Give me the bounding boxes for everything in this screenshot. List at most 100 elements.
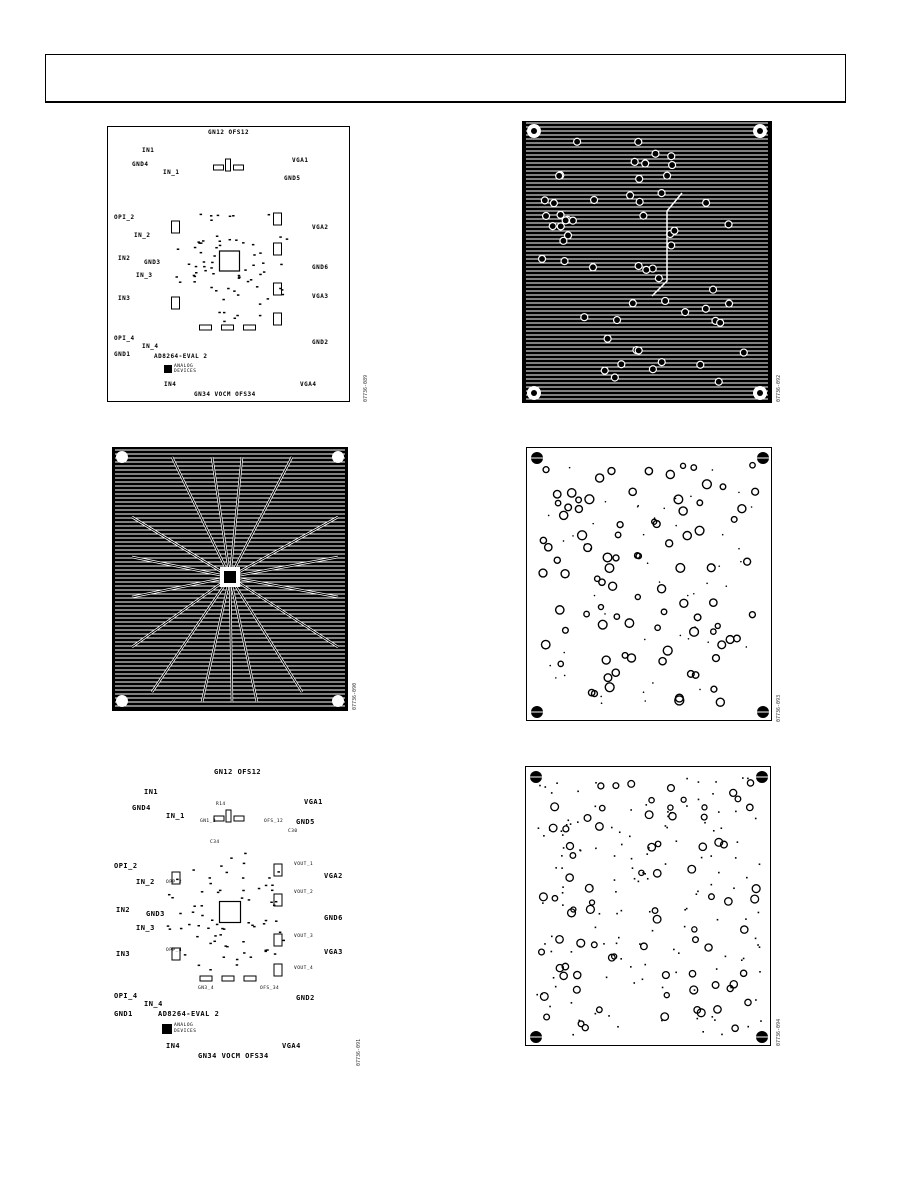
drill-ring	[583, 813, 592, 822]
component-mark	[251, 243, 255, 246]
drill-small	[579, 849, 581, 851]
ic-outline	[218, 900, 242, 924]
drill-ring	[577, 1020, 585, 1028]
component-mark	[192, 869, 195, 871]
drill-small	[598, 912, 601, 915]
component-mark	[215, 235, 219, 237]
drill-small	[759, 971, 761, 973]
drill-small	[667, 815, 669, 818]
drill-small	[710, 855, 713, 857]
drill-small	[550, 950, 553, 953]
drill-ring	[713, 1005, 722, 1014]
component-mark	[194, 265, 198, 268]
drill-small	[754, 937, 757, 940]
pad-dot	[636, 505, 639, 508]
component-mark	[196, 935, 199, 938]
silk-vga1: VGA1	[292, 157, 309, 164]
component-mark	[218, 889, 222, 892]
mount-hole-center	[531, 128, 537, 134]
silk-in3: IN3	[116, 950, 131, 958]
pad-ring	[696, 499, 704, 507]
component-mark	[210, 286, 213, 289]
pad-ring	[742, 557, 752, 566]
drill-small	[710, 883, 713, 886]
pad-ring	[624, 618, 635, 629]
component-mark	[210, 267, 213, 269]
drill-small	[697, 781, 700, 783]
via-clearance	[662, 171, 672, 180]
mount-hole	[332, 451, 344, 463]
pad-ring	[701, 479, 713, 490]
pad-dot	[663, 507, 666, 510]
drill-ring	[689, 985, 699, 995]
component-mark	[227, 287, 230, 290]
component-outline	[225, 809, 232, 823]
pad-dot	[600, 702, 603, 705]
component-mark	[285, 238, 289, 240]
drill-small	[610, 826, 613, 829]
component-outline	[243, 975, 257, 982]
pad-dot	[738, 491, 740, 494]
pad-dot	[563, 651, 566, 654]
component-mark	[246, 280, 250, 283]
component-mark	[262, 262, 265, 264]
component-mark	[242, 889, 245, 892]
pad-dot	[600, 695, 602, 698]
component-mark	[274, 900, 278, 903]
silk-in2: IN2	[118, 255, 131, 262]
silk-gnd1: GND1	[114, 1010, 133, 1018]
silk-ofs-12: OFS_12	[264, 819, 284, 824]
drill-ring	[610, 953, 618, 960]
drill-small	[615, 891, 617, 893]
silk-r14: R14	[216, 802, 226, 807]
silk-gnd5: GND5	[284, 175, 301, 182]
board-edge	[522, 121, 772, 403]
silk-bottom-center: GN34 VOCM OFS34	[198, 1052, 269, 1060]
via-clearance	[612, 315, 622, 325]
drill-small	[730, 986, 732, 989]
pad-ring	[613, 613, 621, 620]
component-mark	[216, 891, 220, 894]
via-clearance	[549, 199, 559, 208]
drill-ring	[714, 837, 724, 847]
drill-small	[695, 893, 698, 896]
mount-hole	[332, 695, 344, 707]
via-clearance	[568, 216, 577, 225]
component-mark	[264, 884, 268, 887]
via-clearance	[559, 236, 568, 245]
drill-ring	[746, 779, 755, 787]
pad-ring	[612, 554, 620, 562]
via-clearance	[556, 222, 565, 231]
pad-ring	[730, 515, 738, 523]
via-clearance	[651, 149, 660, 158]
drill-ring	[711, 981, 720, 990]
drill-small	[639, 943, 641, 945]
drill-ring	[551, 894, 559, 902]
drill-small	[642, 871, 644, 874]
component-mark	[238, 276, 241, 278]
drill-small	[548, 829, 551, 831]
component-mark	[193, 281, 196, 283]
silk-opi-2: OPI_2	[114, 862, 138, 870]
pad-ring	[708, 598, 718, 608]
drill-ring	[668, 811, 677, 821]
silk-vout-2: VOUT_2	[294, 890, 314, 895]
silk-logo-bottom: DEVICES	[174, 369, 197, 374]
drill-small	[678, 952, 680, 954]
via-clearance	[670, 226, 679, 235]
via-clearance	[625, 191, 635, 200]
drill-small	[561, 855, 563, 857]
trace	[651, 192, 683, 297]
component-mark	[193, 275, 197, 278]
component-mark	[192, 274, 196, 277]
silk-in-4: IN_4	[144, 1000, 163, 1008]
pad-ring	[654, 624, 662, 632]
pad-ring	[574, 504, 584, 514]
drill-small	[755, 999, 757, 1001]
copper-trace-core	[131, 516, 231, 578]
pad-ring	[540, 639, 551, 650]
pad-dot	[644, 700, 647, 702]
silk-ofs-34: OFS_34	[260, 986, 280, 991]
silk-vga4: VGA4	[282, 1042, 301, 1050]
pad-dot	[694, 626, 696, 628]
